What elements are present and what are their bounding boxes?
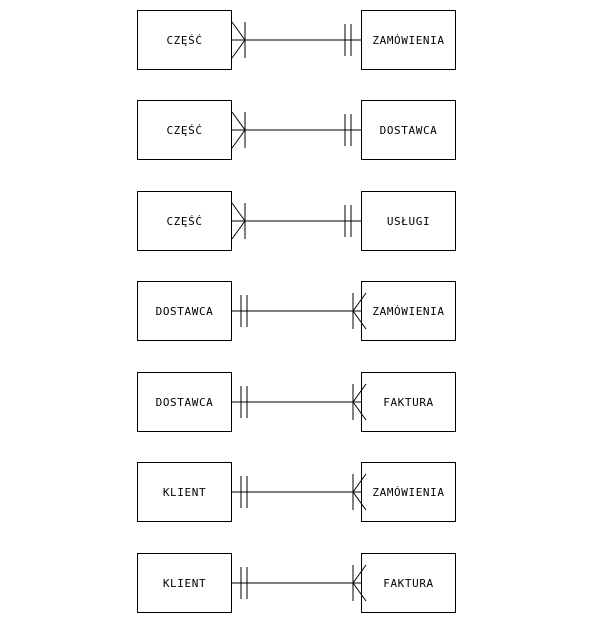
entity-label-left: DOSTAWCA [155,395,214,409]
relationship-connector [232,564,367,602]
entity-box-left[interactable]: KLIENT [137,553,232,613]
relationship-row: CZĘŚĆ DOSTAWCA [0,100,602,162]
entity-label-right: FAKTURA [383,395,434,409]
relationship-row: DOSTAWCA FAKTURA [0,372,602,434]
entity-label-left: KLIENT [162,576,207,590]
relationship-row: KLIENT FAKTURA [0,553,602,615]
entity-box-right[interactable]: FAKTURA [361,372,456,432]
entity-box-right[interactable]: FAKTURA [361,553,456,613]
entity-box-right[interactable]: DOSTAWCA [361,100,456,160]
relationship-connector [231,202,361,240]
relationship-connector [231,21,361,59]
entity-box-right[interactable]: USŁUGI [361,191,456,251]
entity-label-right: DOSTAWCA [379,123,438,137]
entity-label-left: KLIENT [162,485,207,499]
entity-label-left: CZĘŚĆ [166,33,203,47]
crowsfoot-prong-upper-left [231,21,246,41]
entity-box-left[interactable]: DOSTAWCA [137,372,232,432]
entity-box-right[interactable]: ZAMÓWIENIA [361,10,456,70]
entity-box-left[interactable]: CZĘŚĆ [137,100,232,160]
entity-label-right: ZAMÓWIENIA [372,485,445,499]
relationship-row: KLIENT ZAMÓWIENIA [0,462,602,524]
entity-label-right: FAKTURA [383,576,434,590]
relationship-connector [232,473,367,511]
relationship-connector [231,111,361,149]
entity-label-left: CZĘŚĆ [166,123,203,137]
crowsfoot-prong-lower-left [231,39,246,59]
entity-box-left[interactable]: KLIENT [137,462,232,522]
entity-box-right[interactable]: ZAMÓWIENIA [361,462,456,522]
entity-label-left: CZĘŚĆ [166,214,203,228]
relationship-row: DOSTAWCA ZAMÓWIENIA [0,281,602,343]
relationship-connector [232,383,367,421]
crowsfoot-prong-lower-left [231,129,246,149]
entity-label-right: USŁUGI [386,214,431,228]
crowsfoot-prong-upper-left [231,111,246,131]
relationship-connector [232,292,367,330]
crowsfoot-prong-upper-left [231,202,246,222]
crowsfoot-prong-lower-left [231,220,246,240]
entity-box-right[interactable]: ZAMÓWIENIA [361,281,456,341]
relationship-row: CZĘŚĆ ZAMÓWIENIA [0,10,602,72]
entity-box-left[interactable]: CZĘŚĆ [137,10,232,70]
entity-label-right: ZAMÓWIENIA [372,33,445,47]
entity-box-left[interactable]: CZĘŚĆ [137,191,232,251]
entity-box-left[interactable]: DOSTAWCA [137,281,232,341]
entity-label-right: ZAMÓWIENIA [372,304,445,318]
relationship-row: CZĘŚĆ USŁUGI [0,191,602,253]
entity-label-left: DOSTAWCA [155,304,214,318]
